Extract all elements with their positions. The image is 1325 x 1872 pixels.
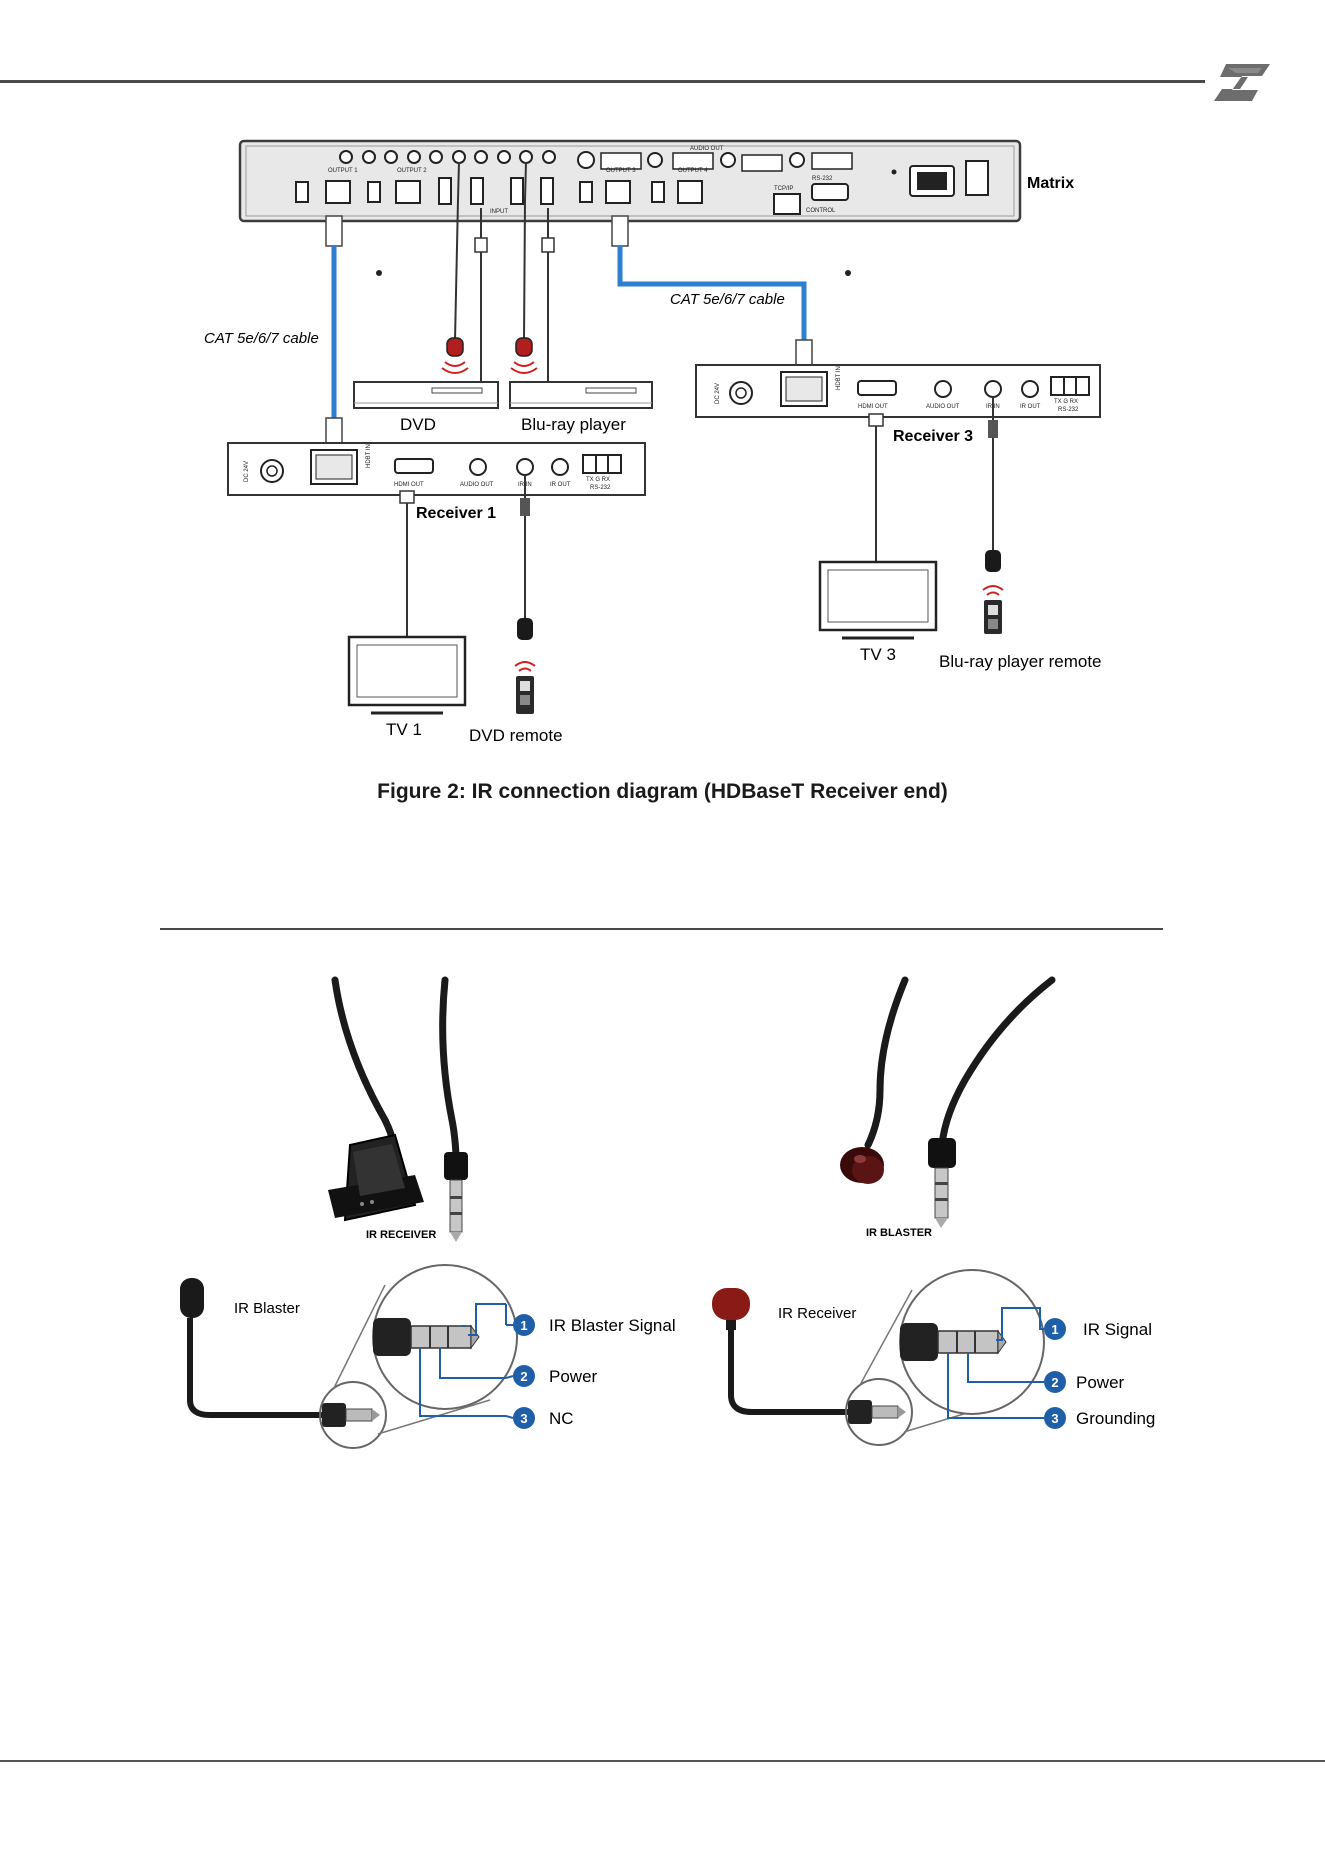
svg-text:HDMI OUT: HDMI OUT (394, 482, 424, 488)
matrix-label: Matrix (1027, 175, 1074, 192)
ir-receiver-pin-diagram (712, 1269, 1045, 1446)
svg-text:IR OUT: IR OUT (550, 482, 571, 488)
svg-text:AUDIO OUT: AUDIO OUT (460, 482, 494, 488)
bluray-player (509, 381, 653, 409)
svg-text:TX G RX: TX G RX (586, 477, 610, 483)
cable-left-label: CAT 5e/6/7 cable (204, 330, 319, 347)
svg-text:CONTROL: CONTROL (806, 208, 836, 214)
svg-text:OUTPUT 2: OUTPUT 2 (397, 168, 427, 174)
svg-text:NC: NC (549, 1409, 574, 1428)
dvd-remote-label: DVD remote (469, 726, 563, 745)
dvd-player (353, 381, 499, 409)
matrix-unit: Matrix OUTPUT 1 OUTPUT 2 INPUT OUTPUT 3 … (238, 139, 1074, 223)
bluray-remote-label: Blu-ray player remote (939, 652, 1102, 671)
svg-text:TX G RX: TX G RX (1054, 399, 1078, 405)
svg-text:Power: Power (549, 1367, 598, 1386)
svg-text:RS-232: RS-232 (590, 485, 611, 491)
svg-text:DC 24V: DC 24V (715, 383, 721, 404)
right-pin-3: 3 Grounding (1044, 1407, 1155, 1429)
svg-text:2: 2 (1051, 1375, 1058, 1390)
bluray-remote (982, 585, 1004, 634)
svg-text:IR Blaster Signal: IR Blaster Signal (549, 1316, 676, 1335)
svg-text:HDBT IN: HDBT IN (366, 444, 372, 468)
ir-blaster-photo (840, 976, 1056, 1228)
tv-3-label: TV 3 (860, 645, 896, 664)
svg-text:OUTPUT 1: OUTPUT 1 (328, 168, 358, 174)
svg-text:IR Signal: IR Signal (1083, 1320, 1152, 1339)
ir-receiver-photo-label: IR RECEIVER (366, 1229, 436, 1241)
svg-text:INPUT: INPUT (490, 209, 508, 215)
tv-1-label: TV 1 (386, 720, 422, 739)
dvd-label: DVD (400, 415, 436, 434)
cable-right-label: CAT 5e/6/7 cable (670, 291, 785, 308)
svg-text:OUTPUT 4: OUTPUT 4 (678, 168, 708, 174)
ir-receiver-photo (328, 976, 468, 1242)
svg-text:HDMI OUT: HDMI OUT (858, 404, 888, 410)
left-pin-1: 1 IR Blaster Signal (513, 1314, 676, 1336)
bluray-ir-emitter (510, 337, 538, 374)
svg-text:IR OUT: IR OUT (1020, 404, 1041, 410)
receiver-3-ir-sensor (985, 550, 1001, 572)
svg-text:1: 1 (1051, 1322, 1058, 1337)
left-diagram-title: IR Blaster (234, 1300, 300, 1317)
svg-text:TCP/IP: TCP/IP (774, 186, 793, 192)
cat-cable-left (325, 215, 343, 449)
svg-text:AUDIO OUT: AUDIO OUT (926, 404, 960, 410)
tv-3 (818, 560, 938, 640)
left-pin-3: 3 NC (513, 1407, 574, 1429)
svg-text:3: 3 (520, 1411, 527, 1426)
receiver-1-label: Receiver 1 (416, 505, 496, 522)
dvd-remote (514, 661, 536, 714)
svg-text:Power: Power (1076, 1373, 1125, 1392)
figure-caption: Figure 2: IR connection diagram (HDBaseT… (377, 780, 948, 803)
ir-parts-illustration: IR RECEIVER IR BLASTER IR Blaster (180, 976, 1155, 1449)
receiver-1-ir-sensor (517, 618, 533, 640)
ir-connection-diagram: Matrix OUTPUT 1 OUTPUT 2 INPUT OUTPUT 3 … (204, 139, 1102, 745)
right-pin-1: 1 IR Signal (1044, 1318, 1152, 1340)
receiver-1: DC 24V HDBT IN HDMI OUT AUDIO OUT IR IN … (227, 442, 646, 496)
ir-blaster-photo-label: IR BLASTER (866, 1227, 932, 1239)
footer-rule (0, 1760, 1325, 1762)
svg-text:2: 2 (520, 1369, 527, 1384)
bluray-label: Blu-ray player (521, 415, 626, 434)
svg-text:AUDIO OUT: AUDIO OUT (690, 146, 724, 152)
left-pin-2: 2 Power (513, 1365, 598, 1387)
svg-text:3: 3 (1051, 1411, 1058, 1426)
ir-blaster-pin-diagram (180, 1264, 518, 1449)
brand-z-logo-icon (1214, 64, 1270, 101)
receiver-3: DC 24V HDBT IN HDMI OUT AUDIO OUT IR IN … (695, 364, 1101, 418)
svg-text:OUTPUT 3: OUTPUT 3 (606, 168, 636, 174)
tv-1 (347, 635, 467, 715)
svg-text:RS-232: RS-232 (812, 176, 833, 182)
receiver-3-label: Receiver 3 (893, 428, 973, 445)
right-diagram-title: IR Receiver (778, 1305, 856, 1322)
svg-text:Grounding: Grounding (1076, 1409, 1155, 1428)
right-pin-2: 2 Power (1044, 1371, 1125, 1393)
svg-text:HDBT IN: HDBT IN (836, 366, 842, 390)
header-rule (0, 80, 1205, 83)
dvd-ir-emitter (441, 337, 469, 374)
svg-text:DC 24V: DC 24V (244, 461, 250, 482)
svg-text:RS-232: RS-232 (1058, 407, 1079, 413)
svg-text:1: 1 (520, 1318, 527, 1333)
footer-strip (0, 1866, 1325, 1872)
section-rule (160, 928, 1163, 930)
